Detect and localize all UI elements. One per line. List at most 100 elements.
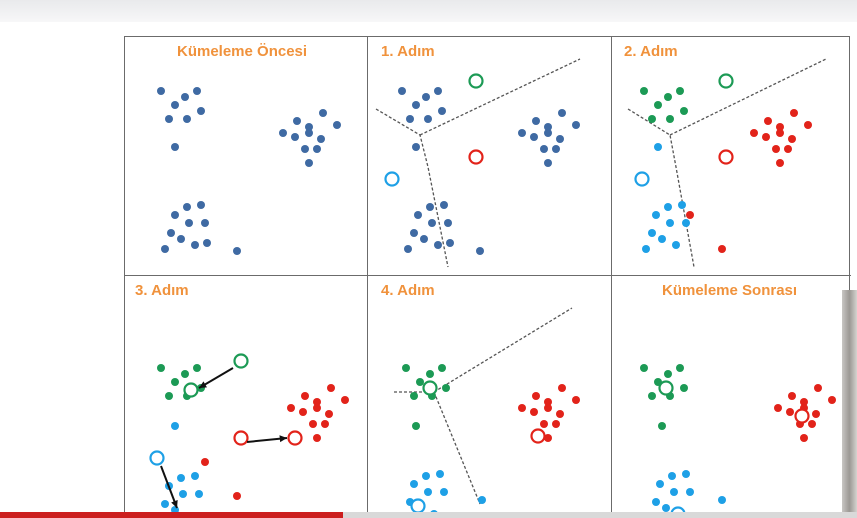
scatter-before [157,87,341,255]
data-point [201,219,209,227]
data-point [668,472,676,480]
cluster-boundary [394,391,481,505]
data-point [666,115,674,123]
data-point [171,211,179,219]
data-point [309,420,317,428]
data-point [572,121,580,129]
data-point [410,480,418,488]
data-point [812,410,820,418]
data-point [420,235,428,243]
data-point [191,472,199,480]
centroid-marker [422,380,438,396]
centroid-marker [634,171,650,187]
data-point [680,384,688,392]
data-point [540,420,548,428]
data-point [424,115,432,123]
centroid-marker [384,171,400,187]
data-point [790,109,798,117]
data-point [800,398,808,406]
data-point [177,474,185,482]
scatter-step-4 [394,307,580,515]
data-point [313,145,321,153]
data-point [291,133,299,141]
data-point [530,133,538,141]
data-point [434,87,442,95]
data-point [410,229,418,237]
data-point [203,239,211,247]
data-point [750,129,758,137]
panel-title: 4. Adım [381,282,435,299]
data-point [438,364,446,372]
data-point [530,408,538,416]
data-point [412,143,420,151]
data-point [177,235,185,243]
data-point [412,422,420,430]
data-point [828,396,836,404]
data-point [540,145,548,153]
data-point [305,123,313,131]
data-point [544,123,552,131]
data-point [165,115,173,123]
data-point [552,420,560,428]
data-point [682,470,690,478]
data-point [764,117,772,125]
data-point [808,420,816,428]
data-point [640,364,648,372]
data-point [341,396,349,404]
panel-title: Kümeleme Sonrası [662,282,798,299]
data-point [313,404,321,412]
data-point [774,404,782,412]
centroid-marker [468,149,484,165]
data-point [333,121,341,129]
panel-step-3: 3. Adım [125,276,368,515]
data-point [640,87,648,95]
data-point [658,235,666,243]
data-point [532,392,540,400]
centroid-marker [287,430,303,446]
cluster-boundary [375,108,449,268]
data-point [317,135,325,143]
data-point [171,101,179,109]
data-point [558,384,566,392]
data-point [544,159,552,167]
data-point [664,370,672,378]
data-point [666,219,674,227]
data-point [658,422,666,430]
data-point [558,109,566,117]
data-point [201,458,209,466]
data-point [157,87,165,95]
video-progress-bar[interactable] [0,512,857,518]
data-point [804,121,812,129]
data-point [293,117,301,125]
data-point [442,384,450,392]
data-point [426,370,434,378]
data-point [652,211,660,219]
scatter-step-2 [627,58,827,268]
data-point [428,219,436,227]
data-point [183,203,191,211]
panel-after-clustering: Kümeleme Sonrası [612,276,851,515]
data-point [788,392,796,400]
data-point [440,201,448,209]
data-point [191,241,199,249]
data-point [183,115,191,123]
data-point [444,219,452,227]
panel-title: 3. Adım [135,282,189,299]
data-point [686,211,694,219]
data-point [776,123,784,131]
data-point [406,115,414,123]
data-point [193,364,201,372]
data-point [648,115,656,123]
data-point [670,488,678,496]
data-point [676,87,684,95]
data-point [305,159,313,167]
panel-step-1: 1. Adım [368,37,612,276]
arrow-head [171,500,178,508]
centroid-marker [233,353,249,369]
data-point [718,496,726,504]
data-point [680,107,688,115]
data-point [556,410,564,418]
data-point [313,398,321,406]
data-point [301,392,309,400]
data-point [157,364,165,372]
